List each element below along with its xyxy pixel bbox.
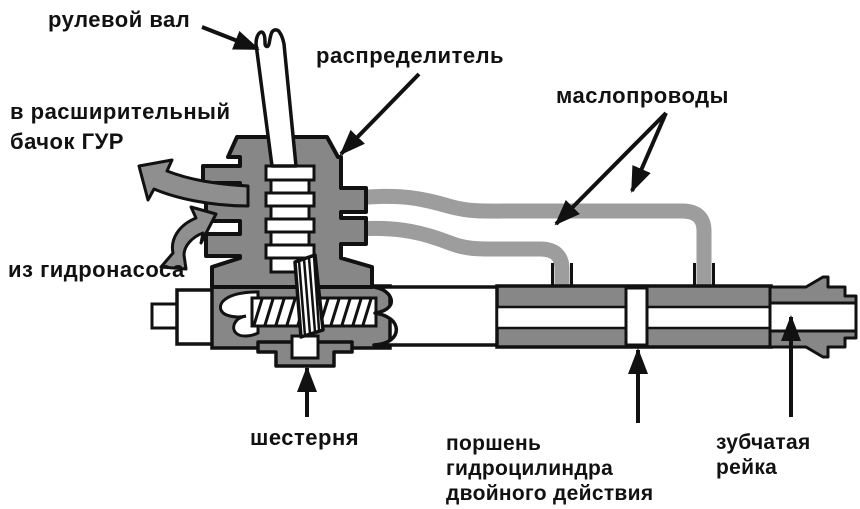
rack-exposed-section-shape <box>372 285 500 347</box>
label-arrows <box>201 25 801 423</box>
label-from-pump: из гидронасоса <box>8 257 185 282</box>
label-piston-line3: двойного действия <box>446 482 654 505</box>
label-to-reservoir-line2: бачок ГУР <box>10 129 124 154</box>
distributor-arrow <box>339 72 421 156</box>
oil-lines-arrow-right <box>630 112 668 193</box>
pinion-gear-shape <box>293 253 325 339</box>
label-piston-line1: поршень <box>446 432 542 455</box>
label-to-reservoir-line1: в расширительный <box>10 99 231 124</box>
oil-lines-arrow-left <box>554 111 668 226</box>
flow-in-arrow-shape <box>159 205 218 271</box>
label-piston-line2: гидроцилиндра <box>446 457 614 480</box>
rack-left-end-shape <box>150 288 221 346</box>
pinion-opening-shape <box>290 334 320 360</box>
flow-out-arrow-shape <box>137 158 250 208</box>
steering-shaft-arrow <box>201 25 260 51</box>
label-rack: зубчатая рейка <box>716 430 811 480</box>
hydraulic-cylinder-shape <box>495 284 773 349</box>
toothed-rack-end-shape <box>768 275 858 359</box>
steering-shaft-shape <box>254 28 298 168</box>
label-to-reservoir: в расширительный бачок ГУР <box>10 97 230 157</box>
label-rack-line2: рейка <box>716 456 778 479</box>
label-piston: поршень гидроцилиндра двойного действия <box>446 431 653 506</box>
label-oil-lines: маслопроводы <box>556 83 729 108</box>
oil-pipe-lower <box>357 220 570 288</box>
label-pinion: шестерня <box>250 425 360 450</box>
label-rack-line1: зубчатая <box>716 431 811 454</box>
oil-pipes-shape <box>357 188 712 288</box>
oil-pipe-upper <box>357 188 712 288</box>
label-steering-shaft: рулевой вал <box>48 7 191 32</box>
label-distributor: распределитель <box>316 43 505 68</box>
piston-shape <box>624 286 649 347</box>
